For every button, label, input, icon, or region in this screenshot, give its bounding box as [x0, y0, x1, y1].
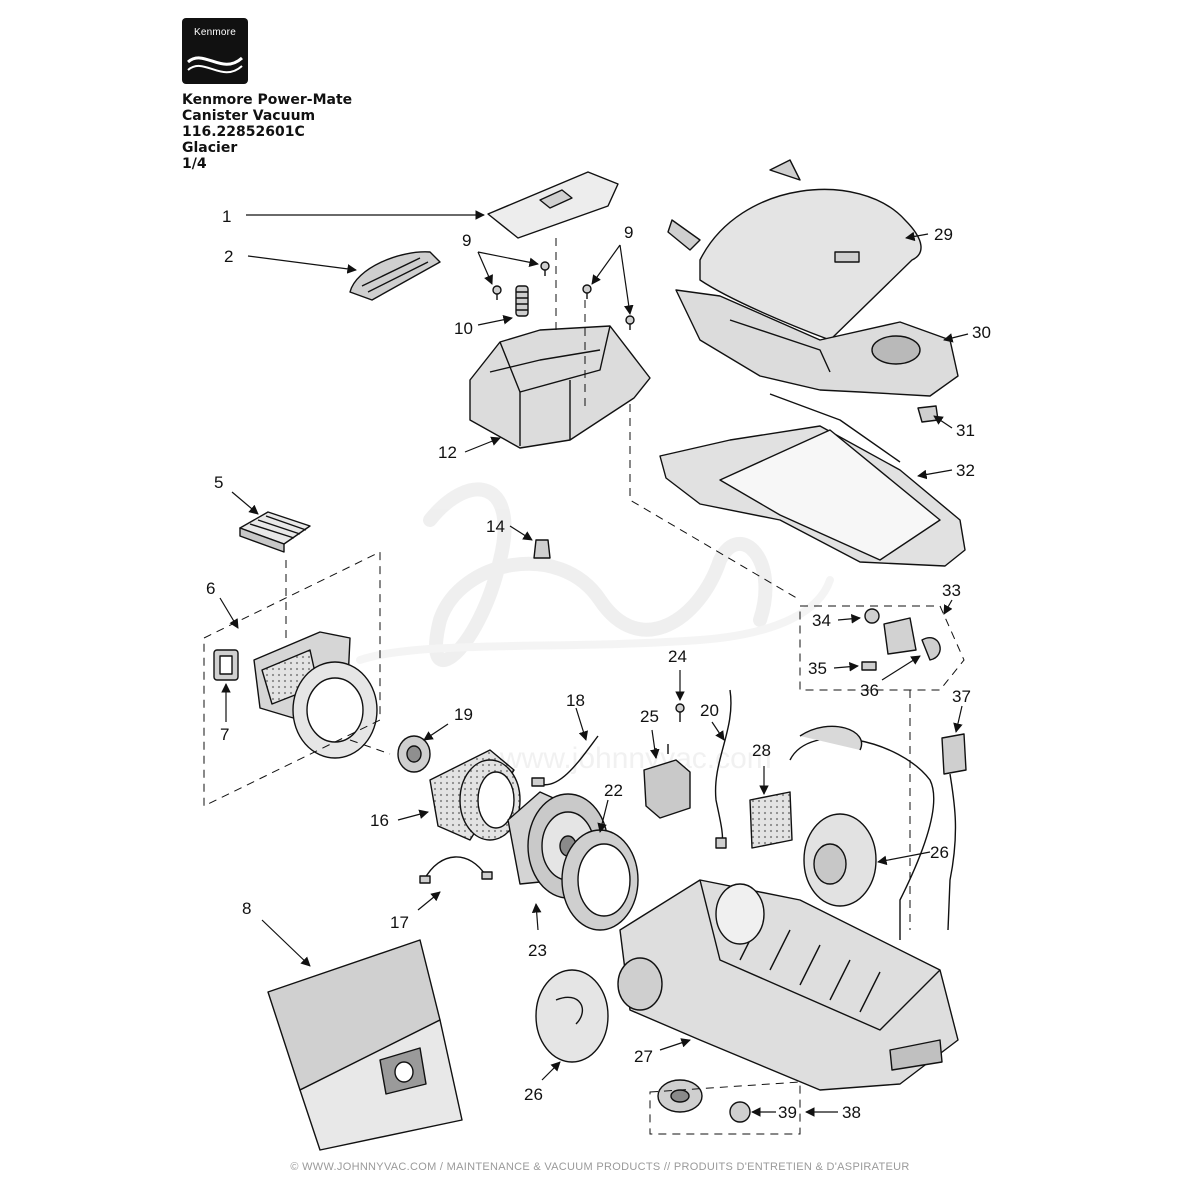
part-7-clip: [213, 649, 239, 681]
callout-6: 6: [206, 579, 215, 598]
part-27-canister-base: [617, 879, 959, 1091]
model-header: Kenmore Power-Mate Canister Vacuum 116.2…: [182, 92, 352, 172]
part-20-cord: [714, 689, 732, 849]
callout-5: 5: [214, 473, 223, 492]
part-1-top-cover: [487, 171, 619, 239]
part-22-gasket: [561, 829, 639, 931]
part-16-foam-ring: [429, 749, 521, 841]
callout-23: 23: [528, 941, 547, 960]
callout-37: 37: [952, 687, 971, 706]
header-product-name: Kenmore Power-Mate: [182, 92, 353, 108]
part-12-handle-base: [469, 325, 651, 449]
part-37-cord-plug: [941, 733, 967, 931]
callout-25: 25: [640, 707, 659, 726]
callout-16: 16: [370, 811, 389, 830]
callout-39: 39: [778, 1103, 797, 1122]
callout-8: 8: [242, 899, 251, 918]
part-32-bag-frame: [659, 393, 966, 567]
watermark: www.johnnyvac.com: [356, 482, 834, 775]
callout-27: 27: [634, 1047, 653, 1066]
callout-7: 7: [220, 725, 229, 744]
header-color: Glacier: [182, 140, 238, 156]
part-30-body-top: [675, 289, 959, 397]
callout-1: 1: [222, 207, 231, 226]
callout-2: 2: [224, 247, 233, 266]
part-5-filter: [239, 511, 311, 553]
part-26-wheel-right: [803, 813, 877, 907]
header-model-number: 116.22852601C: [182, 124, 305, 140]
callout-26-right: 26: [930, 843, 949, 862]
part-39-bushing: [729, 1101, 751, 1123]
part-9-screws: [492, 261, 635, 330]
callout-leaders: [219, 210, 969, 1117]
part-2-handle-grip: [349, 251, 441, 301]
callout-34: 34: [812, 611, 831, 630]
body-rear-shell: [789, 725, 935, 940]
callout-18: 18: [566, 691, 585, 710]
callout-31: 31: [956, 421, 975, 440]
callout-9-left: 9: [462, 231, 471, 250]
callout-9-right: 9: [624, 223, 633, 242]
dashed-groups: [203, 238, 965, 1135]
kenmore-logo: Kenmore: [182, 18, 248, 84]
part-31-clip: [917, 405, 939, 423]
callout-22: 22: [604, 781, 623, 800]
part-6-filter-housing: [253, 631, 378, 759]
callout-28: 28: [752, 741, 771, 760]
part-28-filter-pad: [749, 791, 793, 849]
part-24-screw: [675, 703, 685, 722]
callout-26-left: 26: [524, 1085, 543, 1104]
part-38-cord-reel: [657, 1079, 703, 1113]
callout-labels: 1 2 9 9 10 12 5 14 6 7 19 18 16 17 8 23 …: [206, 207, 991, 1122]
callout-20: 20: [700, 701, 719, 720]
header-product-type: Canister Vacuum: [182, 108, 316, 124]
logo-brand-text: Kenmore: [194, 27, 236, 38]
part-10-spring: [515, 285, 529, 317]
part-19-motor-cap: [397, 735, 431, 773]
callout-36: 36: [860, 681, 879, 700]
part-14-knob: [533, 539, 551, 559]
callout-29: 29: [934, 225, 953, 244]
callout-10: 10: [454, 319, 473, 338]
callout-17: 17: [390, 913, 409, 932]
callout-12: 12: [438, 443, 457, 462]
callout-33: 33: [942, 581, 961, 600]
callout-14: 14: [486, 517, 505, 536]
copyright-footer: © WWW.JOHNNYVAC.COM / MAINTENANCE & VACU…: [290, 1161, 910, 1173]
part-18-wire: [531, 735, 599, 787]
part-33-latch-assembly: [861, 608, 941, 671]
callout-19: 19: [454, 705, 473, 724]
part-8-dust-bag: [267, 939, 463, 1151]
callout-24: 24: [668, 647, 687, 666]
part-29-upper-lid: [667, 159, 922, 341]
part-17-wire: [419, 856, 493, 884]
header-page-indicator: 1/4: [182, 156, 207, 172]
callout-35: 35: [808, 659, 827, 678]
watermark-text: www.johnnyvac.com: [499, 742, 772, 775]
callout-38: 38: [842, 1103, 861, 1122]
callout-30: 30: [972, 323, 991, 342]
part-26-wheel-left: [535, 969, 609, 1063]
callout-32: 32: [956, 461, 975, 480]
logo-swoosh-icon: [187, 56, 244, 74]
